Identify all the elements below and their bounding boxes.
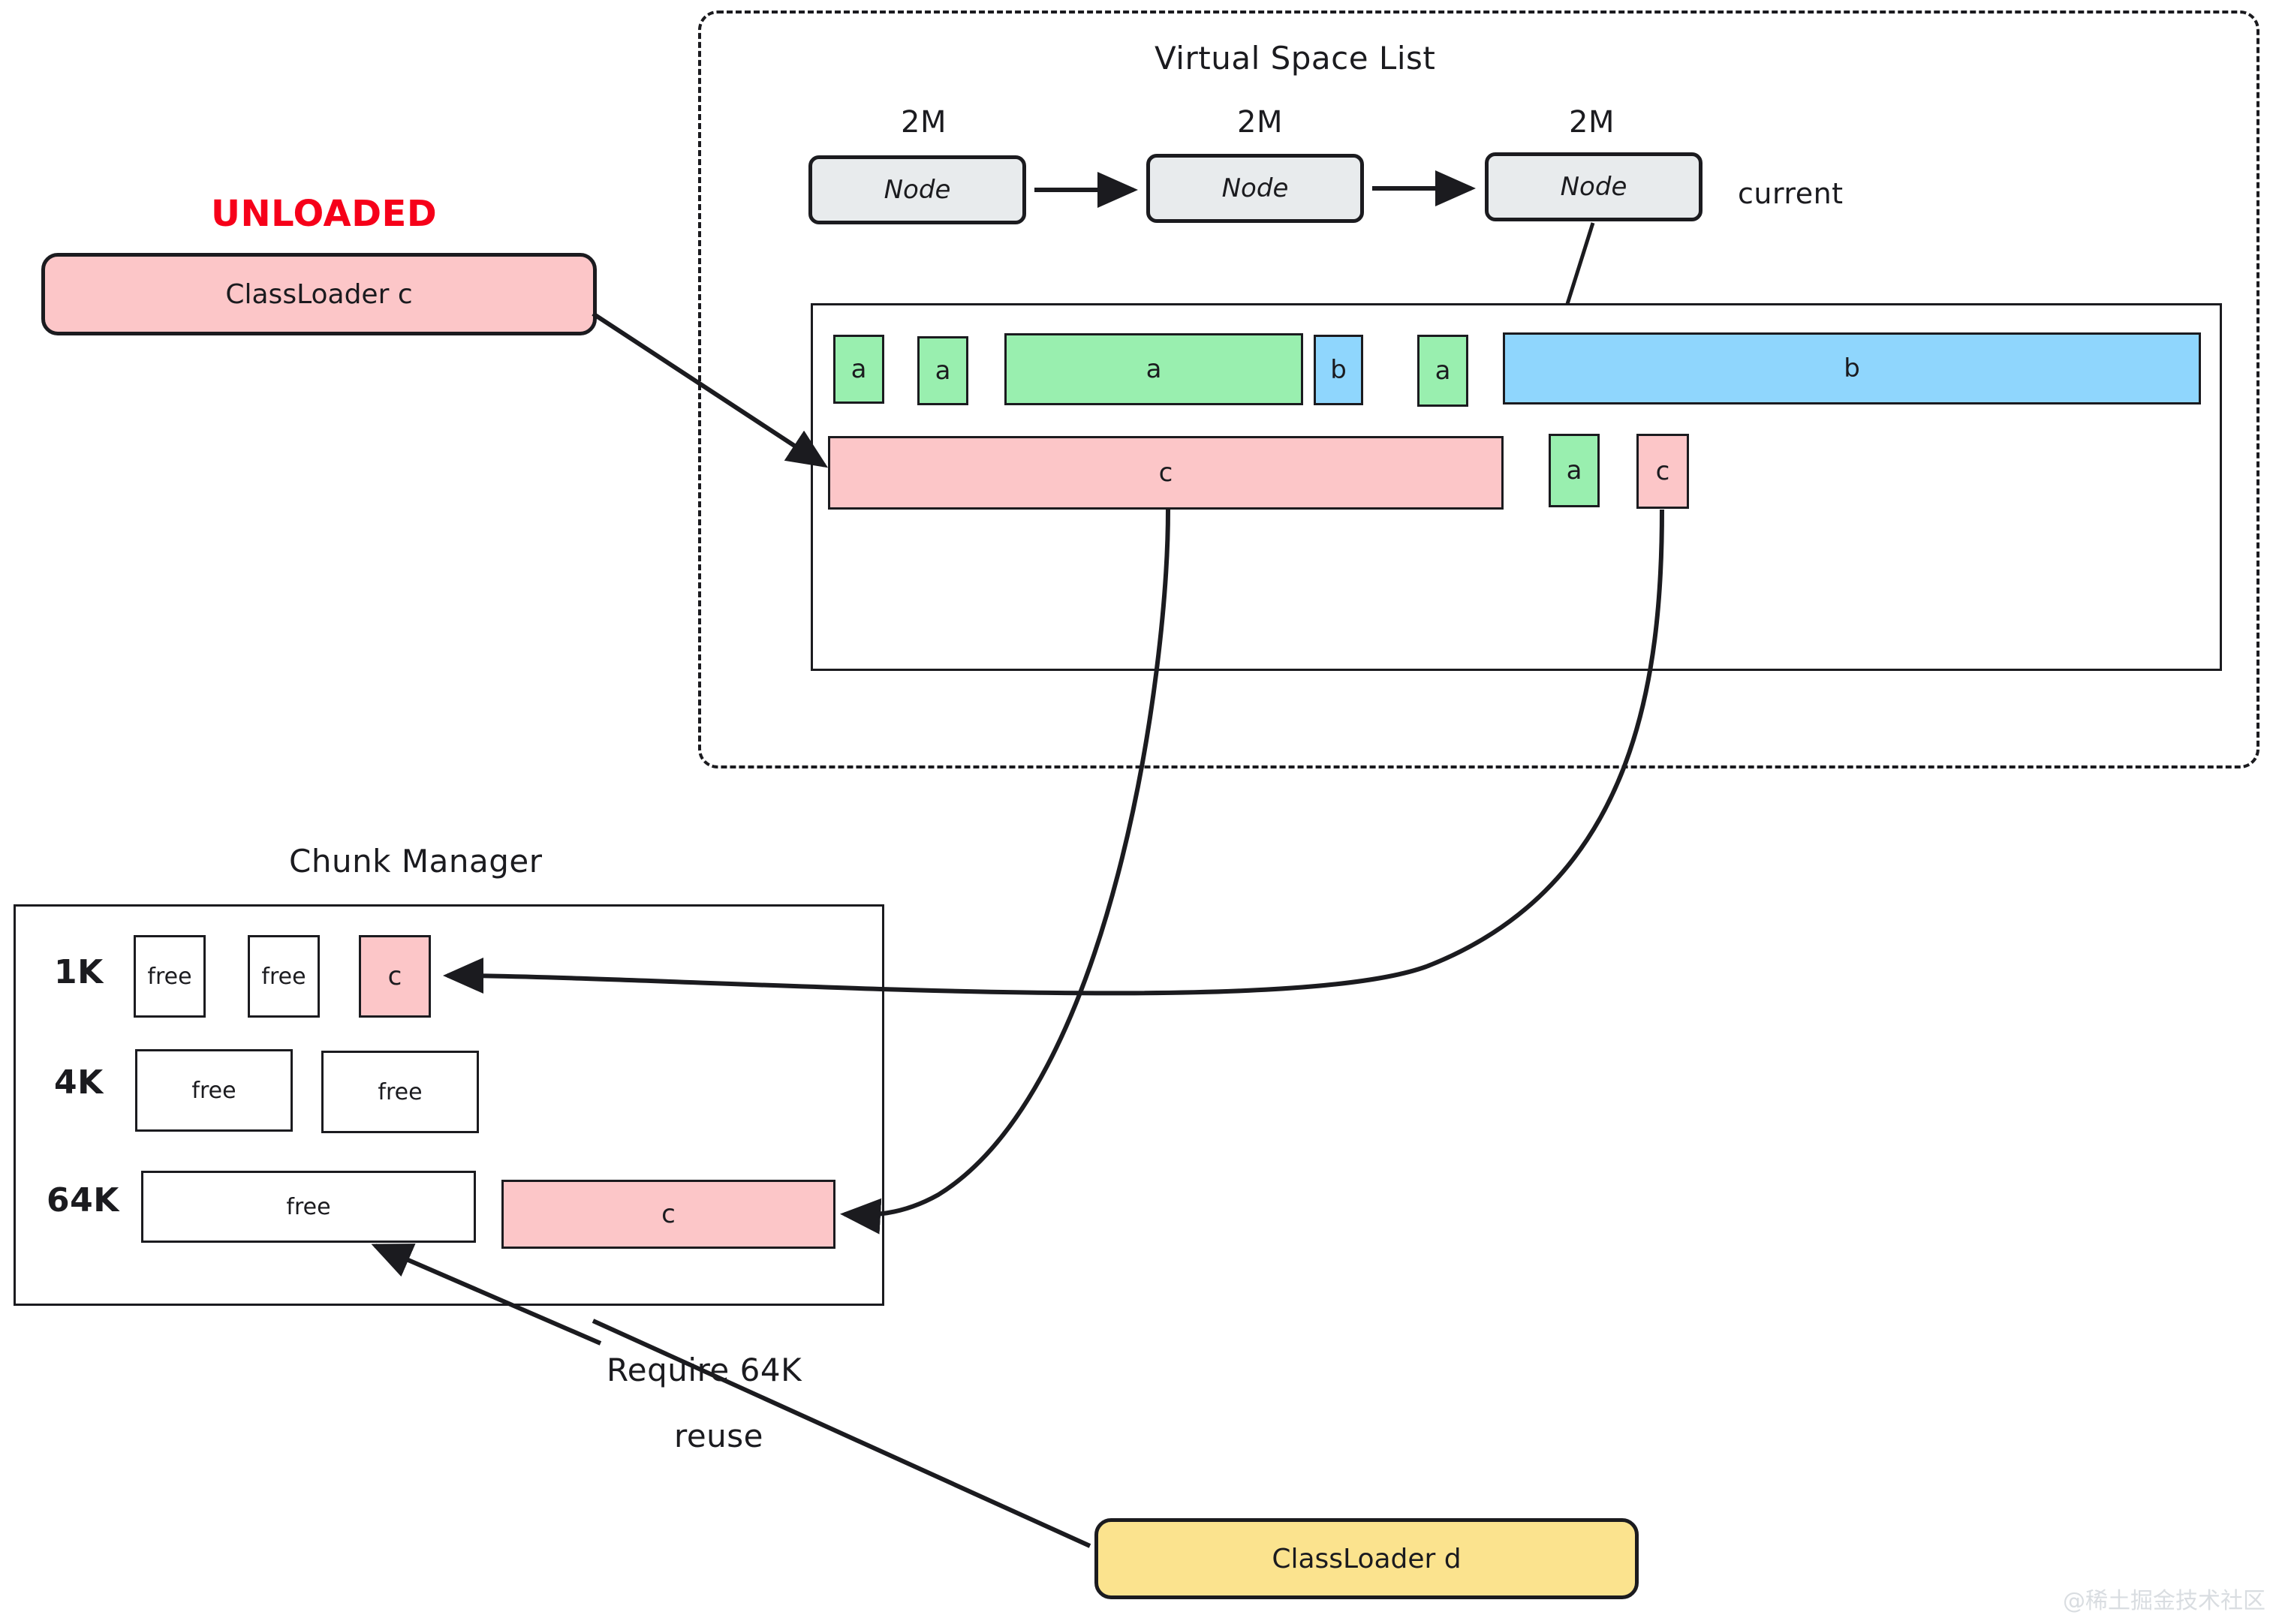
chunk-label: a [1435, 356, 1451, 386]
chunk-row1-item-3[interactable]: a [1004, 333, 1303, 405]
require-reuse-annotation-line1: Require 64K [607, 1352, 802, 1388]
chunk-row1-item-6[interactable]: b [1503, 332, 2201, 404]
node-label: Node [884, 175, 951, 205]
chunk-manager-title: Chunk Manager [289, 843, 543, 880]
classloader-d-box[interactable]: ClassLoader d [1094, 1518, 1639, 1599]
node-label: Node [1221, 173, 1289, 203]
chunk-label: a [850, 354, 867, 384]
node-label: Node [1560, 172, 1627, 202]
require-reuse-annotation-line2: reuse [674, 1418, 764, 1454]
classloader-d-label: ClassLoader d [1272, 1543, 1462, 1574]
chunk-size-label-1k: 1K [54, 953, 104, 991]
chunk-row2-item-3[interactable]: c [1636, 434, 1689, 509]
chunk-label: c [661, 1199, 676, 1229]
chunk-row2-item-1[interactable]: c [828, 436, 1504, 510]
classloader-c-label: ClassLoader c [225, 278, 413, 310]
node-size-label-3: 2M [1569, 105, 1615, 140]
node-size-label-2: 2M [1237, 105, 1283, 140]
chunk-label: b [1330, 355, 1347, 385]
chunk-label: free [378, 1078, 423, 1105]
chunk-label: c [387, 961, 402, 991]
current-pointer-label: current [1738, 177, 1844, 210]
virtual-space-node-1[interactable]: Node [808, 155, 1026, 224]
node-size-label-1: 2M [901, 105, 947, 140]
chunk-manager-1k-item-2[interactable]: free [248, 935, 320, 1018]
virtual-space-list-title: Virtual Space List [1155, 40, 1436, 77]
watermark: @稀土掘金技术社区 [2063, 1588, 2265, 1614]
chunk-label: free [286, 1193, 331, 1220]
chunk-row1-item-2[interactable]: a [917, 336, 968, 405]
chunk-row1-item-4[interactable]: b [1314, 335, 1363, 405]
chunk-label: a [1566, 456, 1582, 486]
chunk-manager-4k-item-2[interactable]: free [321, 1051, 479, 1133]
chunk-label: free [147, 963, 192, 990]
unloaded-status-label: UNLOADED [211, 193, 438, 235]
chunk-label: a [1146, 354, 1162, 384]
chunk-size-label-64k: 64K [47, 1181, 119, 1220]
chunk-manager-1k-item-1[interactable]: free [134, 935, 206, 1018]
chunk-manager-64k-item-1[interactable]: free [141, 1171, 476, 1243]
classloader-c-box[interactable]: ClassLoader c [41, 253, 597, 335]
chunk-size-label-4k: 4K [54, 1063, 104, 1102]
chunk-label: free [191, 1077, 236, 1104]
chunk-row1-item-1[interactable]: a [833, 335, 884, 404]
chunk-manager-1k-item-3[interactable]: c [359, 935, 431, 1018]
chunk-manager-4k-item-1[interactable]: free [135, 1049, 293, 1132]
chunk-row1-item-5[interactable]: a [1417, 335, 1468, 407]
chunk-manager-64k-item-2[interactable]: c [501, 1180, 835, 1249]
chunk-row2-item-2[interactable]: a [1549, 434, 1600, 507]
chunk-label: c [1158, 458, 1173, 488]
chunk-label: a [935, 356, 951, 386]
virtual-space-node-3[interactable]: Node [1485, 152, 1702, 221]
virtual-space-node-2[interactable]: Node [1146, 154, 1364, 223]
chunk-label: c [1655, 456, 1670, 486]
chunk-label: free [261, 963, 306, 990]
chunk-label: b [1844, 353, 1860, 383]
